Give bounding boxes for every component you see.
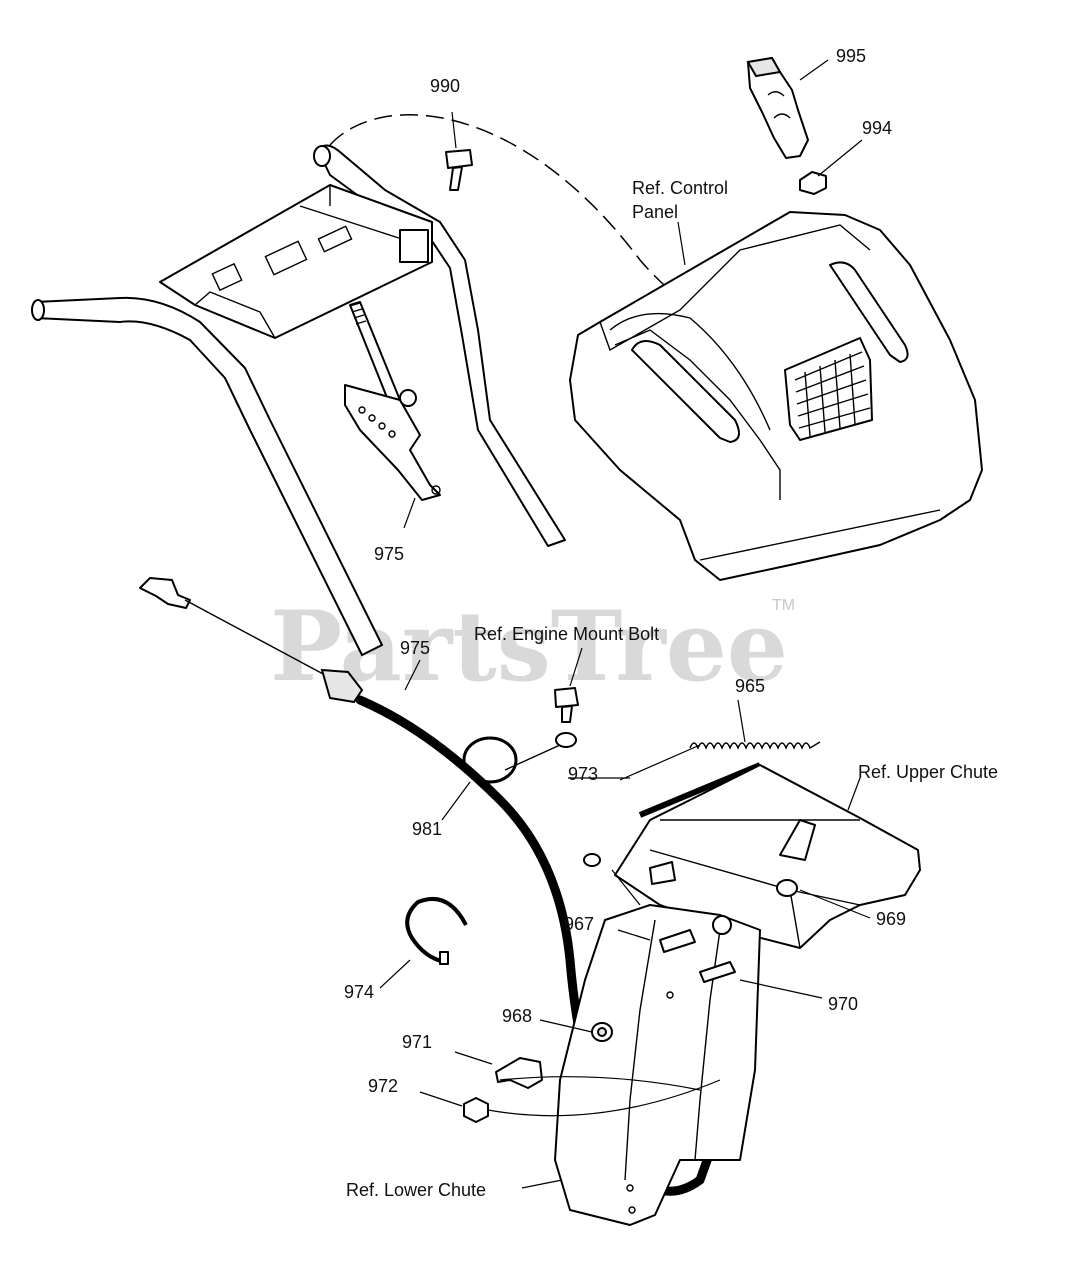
- callout-labels: 990 995 994 Ref. Control Panel 975 975 R…: [344, 46, 998, 1200]
- label-975-shift: 975: [374, 544, 404, 564]
- control-panel: [569, 211, 983, 581]
- rod-973: [638, 762, 762, 818]
- label-ref-control-panel-line1: Ref. Control: [632, 178, 728, 198]
- label-969: 969: [876, 909, 906, 929]
- lower-chute: [554, 904, 761, 1226]
- label-965: 965: [735, 676, 765, 696]
- fasteners: [583, 853, 798, 1042]
- label-967: 967: [564, 914, 594, 934]
- handle-assembly: [31, 144, 566, 656]
- label-994: 994: [862, 118, 892, 138]
- hand-grip: [746, 56, 809, 159]
- spring-965: [689, 741, 821, 750]
- label-973: 973: [568, 764, 598, 784]
- retaining-ring-974: [405, 896, 468, 964]
- label-972: 972: [368, 1076, 398, 1096]
- nut-972: [463, 1097, 489, 1123]
- label-968: 968: [502, 1006, 532, 1026]
- label-ref-upper-chute: Ref. Upper Chute: [858, 762, 998, 782]
- watermark-trademark: TM: [772, 597, 795, 614]
- cable-clip: [462, 732, 577, 784]
- panel-grid: [794, 351, 871, 437]
- dashed-reference-line: [329, 114, 881, 347]
- label-ref-lower-chute: Ref. Lower Chute: [346, 1180, 486, 1200]
- clip-971: [495, 1057, 543, 1089]
- label-995: 995: [836, 46, 866, 66]
- label-970: 970: [828, 994, 858, 1014]
- label-ref-engine-mount-bolt: Ref. Engine Mount Bolt: [474, 624, 659, 644]
- engine-mount-bolt: [554, 687, 579, 723]
- nut-994: [799, 171, 827, 195]
- link-lines: [487, 744, 721, 1117]
- leader-lines: [379, 59, 871, 1189]
- label-ref-control-panel-line2: Panel: [632, 202, 678, 222]
- label-974: 974: [344, 982, 374, 1002]
- upper-chute: [614, 764, 921, 949]
- label-971: 971: [402, 1032, 432, 1052]
- label-990: 990: [430, 76, 460, 96]
- label-975-cable: 975: [400, 638, 430, 658]
- label-981: 981: [412, 819, 442, 839]
